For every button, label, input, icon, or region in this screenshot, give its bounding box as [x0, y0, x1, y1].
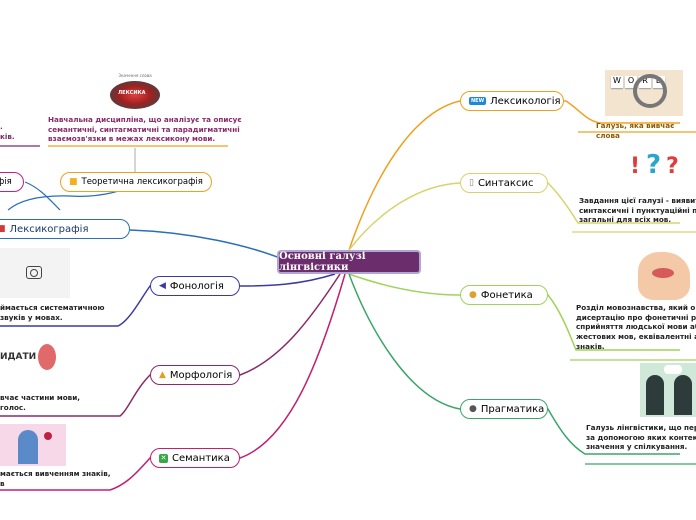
- node-lexicology-label: Лексикологія: [490, 95, 561, 107]
- central-topic[interactable]: Основні галузі лінгвістики: [277, 250, 421, 274]
- connector-lexicography: [129, 229, 291, 263]
- connector-syntax: [348, 182, 680, 251]
- connector-semantics: [0, 273, 346, 491]
- central-topic-label: Основні галузі лінгвістики: [279, 251, 366, 273]
- node-lexicography[interactable]: ■ Лексикографія: [0, 219, 130, 239]
- morphology-image: ИДАТИ: [0, 336, 62, 384]
- connector-lexicology: [348, 100, 680, 251]
- node-practical-lexicography[interactable]: фія: [0, 172, 24, 192]
- node-pragmatics-label: Прагматика: [480, 403, 545, 415]
- theoretical-lexicography-description: Навчальна дисципліна, що аналізує та опи…: [48, 115, 242, 144]
- conversation-image: [640, 363, 696, 417]
- word-tiles-image: W O R D: [605, 70, 683, 116]
- node-practical-lexicography-label: фія: [0, 177, 12, 187]
- node-semantics[interactable]: ✕ Семантика: [150, 448, 240, 468]
- books-icon: ■: [0, 224, 6, 234]
- node-syntax-label: Синтаксис: [477, 177, 534, 189]
- node-phonetics-label: Фонетика: [480, 289, 533, 301]
- pragmatics-description: Галузь лінгвістики, що пер за допомогою …: [586, 423, 696, 452]
- connector-phonology: [0, 273, 336, 327]
- node-lexicography-label: Лексикографія: [9, 223, 89, 235]
- node-theoretical-lexicography[interactable]: ■ Теоретична лексикографія: [60, 172, 212, 192]
- node-morphology-label: Морфологія: [169, 369, 233, 381]
- morphology-description: вчає частини мови, голос.: [0, 393, 80, 412]
- phonetics-description: Розділ мовознавства, який оки дисертацію…: [576, 303, 696, 351]
- connector-phonetics: [348, 273, 680, 351]
- node-morphology[interactable]: ▲ Морфологія: [150, 365, 240, 385]
- word-cloud-image: Значення слова ЛЕКСИКА: [104, 73, 166, 113]
- node-phonology-label: Фонологія: [169, 280, 224, 292]
- connector-pragmatics: [348, 273, 680, 455]
- connector-lexicography-practical: [24, 181, 61, 211]
- syntax-description: Завдання цієї галузі - виявити синтаксич…: [579, 196, 696, 225]
- connector-morphology: [0, 273, 341, 417]
- node-semantics-label: Семантика: [172, 452, 230, 464]
- speaking-head-icon: ●: [469, 290, 477, 300]
- note-icon: ■: [69, 177, 78, 187]
- new-badge-icon: NEW: [469, 97, 487, 105]
- node-theoretical-lexicography-label: Теоретична лексикографія: [81, 177, 203, 187]
- phonology-description: ймається систематичною звуків у мовах.: [0, 303, 105, 322]
- bell-icon: ▲: [159, 370, 166, 380]
- lexicology-description: Галузь, яка вивчає слова: [596, 121, 675, 140]
- image-placeholder: [0, 248, 70, 298]
- camera-icon: [26, 266, 42, 279]
- vocal-tract-image: [630, 240, 696, 302]
- punctuation-marks-image: ! ? ?: [630, 150, 679, 180]
- speaker-icon: ◀: [159, 281, 166, 291]
- close-x-icon: ✕: [159, 453, 168, 463]
- semantics-image: [0, 424, 66, 466]
- node-syntax[interactable]: ▯ Синтаксис: [460, 173, 548, 193]
- node-pragmatics[interactable]: ● Прагматика: [460, 399, 548, 419]
- user-head-icon: ●: [469, 404, 477, 414]
- lexicography-left-text: . ків.: [0, 122, 15, 141]
- node-lexicology[interactable]: NEW Лексикологія: [460, 91, 564, 111]
- magnifier-icon: [633, 74, 667, 108]
- semantics-description: мається вивченням знаків, в: [0, 469, 111, 488]
- document-icon: ▯: [469, 178, 474, 188]
- node-phonology[interactable]: ◀ Фонологія: [150, 276, 240, 296]
- node-phonetics[interactable]: ● Фонетика: [460, 285, 548, 305]
